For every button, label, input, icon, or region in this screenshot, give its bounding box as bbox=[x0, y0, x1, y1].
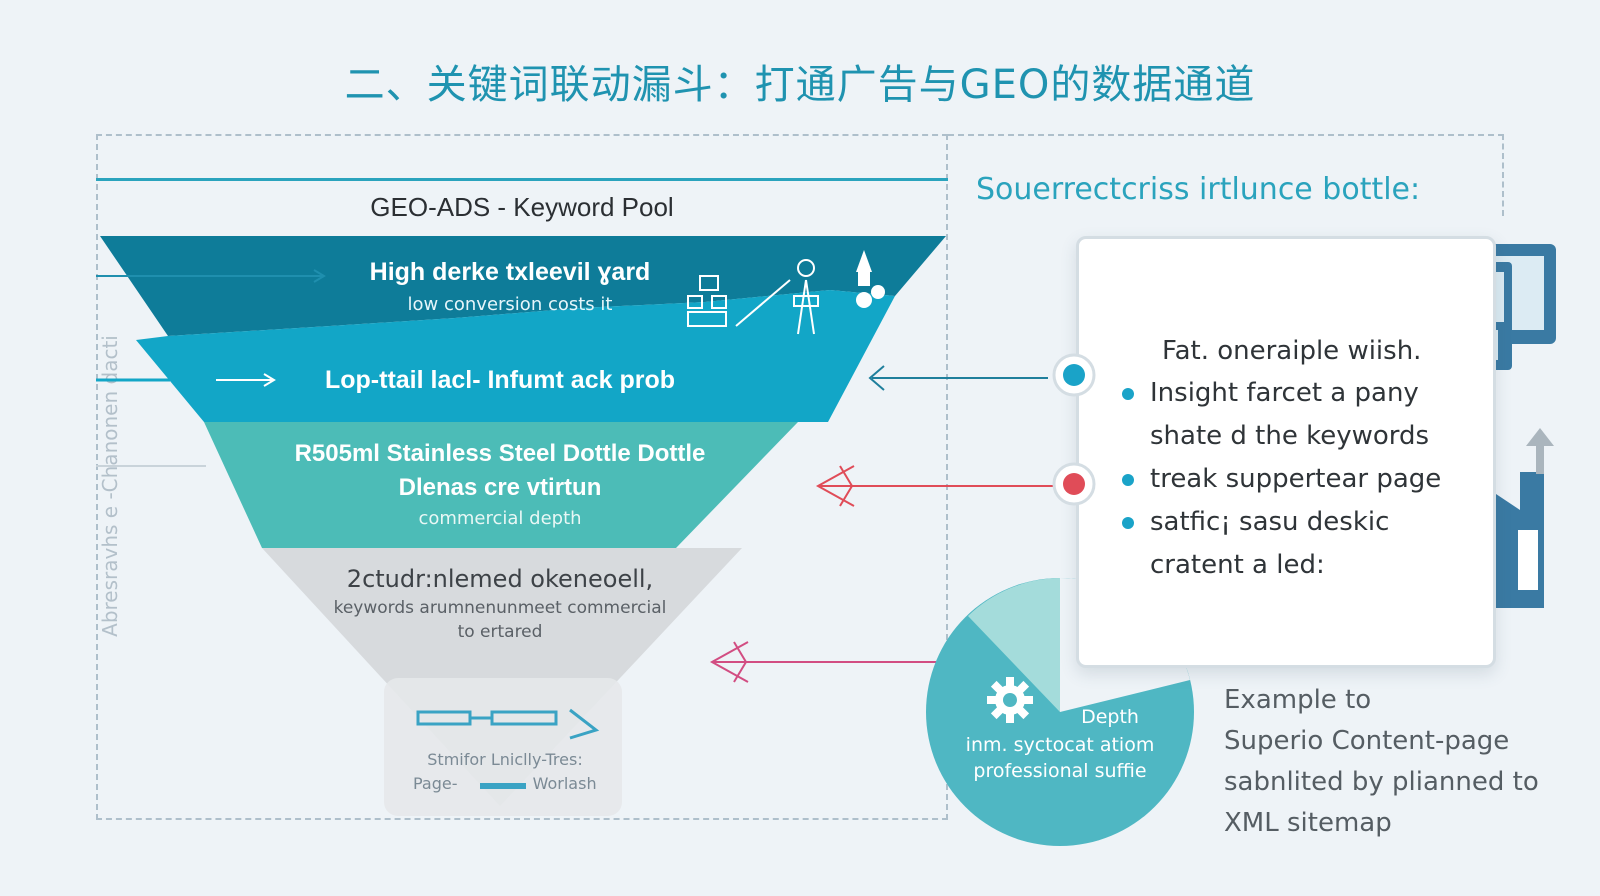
hierarchy-icon bbox=[687, 275, 727, 327]
influence-title: Souerrectcriss irtlunce bottle: bbox=[976, 172, 1421, 207]
pool-divider bbox=[96, 178, 948, 181]
stage-1-sub: low conversion costs it bbox=[407, 294, 613, 315]
funnel-stage-2 bbox=[136, 290, 895, 422]
card-bullet: Insight farcet a pany shate d the keywor… bbox=[1122, 372, 1441, 458]
example-line-3: sabnlited by plianned to bbox=[1224, 767, 1539, 797]
keyword-pool-title: GEO-ADS - Keyword Pool bbox=[370, 192, 674, 222]
stage-3-sub: commercial depth bbox=[418, 508, 582, 529]
stage-5-worlash: Worlash bbox=[532, 774, 597, 793]
stage-2-label: Lop-ttail lacl- Infumt ack prob bbox=[324, 366, 675, 394]
example-line-4: XML sitemap bbox=[1224, 808, 1392, 838]
funnel-stage-1 bbox=[100, 236, 946, 336]
stage-4-sub-2: to ertared bbox=[457, 622, 543, 642]
example-line-1: Example to bbox=[1224, 685, 1372, 715]
gear-icon bbox=[987, 677, 1033, 723]
stage-4-label: 2ctudr:nlemed okeneoell, bbox=[346, 565, 654, 593]
stage-5-line-1: Stmifor Lniclly-Tres: bbox=[427, 750, 583, 769]
card-bullet: treak suppertear page bbox=[1122, 458, 1441, 501]
pie-line-1: inm. syctocat atiom bbox=[965, 734, 1155, 756]
telescope-icon bbox=[735, 259, 819, 335]
bullet-2-line-1: treak suppertear page bbox=[1150, 464, 1442, 494]
bullet-3-line-1: satfic¡ sasu deskic bbox=[1150, 507, 1390, 537]
right-frame bbox=[948, 134, 1504, 216]
marker-red bbox=[1063, 473, 1085, 495]
rocket-icon bbox=[856, 250, 885, 308]
stage-1-label: High derke txleevil ɣard bbox=[369, 258, 651, 286]
insight-card bbox=[1076, 236, 1496, 668]
pie-line-2: professional suffie bbox=[973, 760, 1147, 782]
bullet-3-line-2: cratent a led: bbox=[1150, 550, 1325, 580]
card-bullet-list: Insight farcet a pany shate d the keywor… bbox=[1122, 372, 1441, 587]
funnel-frame bbox=[96, 134, 948, 820]
card-heading: Fat. oneraiple wiish. bbox=[1162, 336, 1422, 366]
pie-depth-label: Depth bbox=[1081, 706, 1139, 728]
funnel-stage-4 bbox=[262, 548, 742, 806]
stage-3-label-2: Dlenas cre vtirtun bbox=[398, 474, 602, 501]
card-bullet: satfic¡ sasu deskic cratent a led: bbox=[1122, 501, 1441, 587]
stage-4-sub: keywords arumnenunmeet commercial bbox=[333, 598, 667, 618]
stage-5-page: Page- bbox=[413, 774, 458, 793]
up-arrow-icon bbox=[1526, 428, 1554, 474]
stage-3-label: R505ml Stainless Steel Dottle Dottle bbox=[294, 440, 706, 467]
example-line-2: Superio Content-page bbox=[1224, 726, 1510, 756]
bullet-1-line-2: shate d the keywords bbox=[1150, 421, 1430, 451]
marker-blue bbox=[1063, 364, 1085, 386]
bullet-1-line-1: Insight farcet a pany bbox=[1150, 378, 1419, 408]
funnel-stage-3 bbox=[204, 422, 798, 548]
page-title: 二、关键词联动漏斗：打通广告与GEO的数据通道 bbox=[344, 62, 1256, 108]
stage-5-line-2: Page- Worlash bbox=[395, 774, 615, 793]
example-text: Example to Superio Content-page sabnlite… bbox=[1224, 680, 1539, 844]
